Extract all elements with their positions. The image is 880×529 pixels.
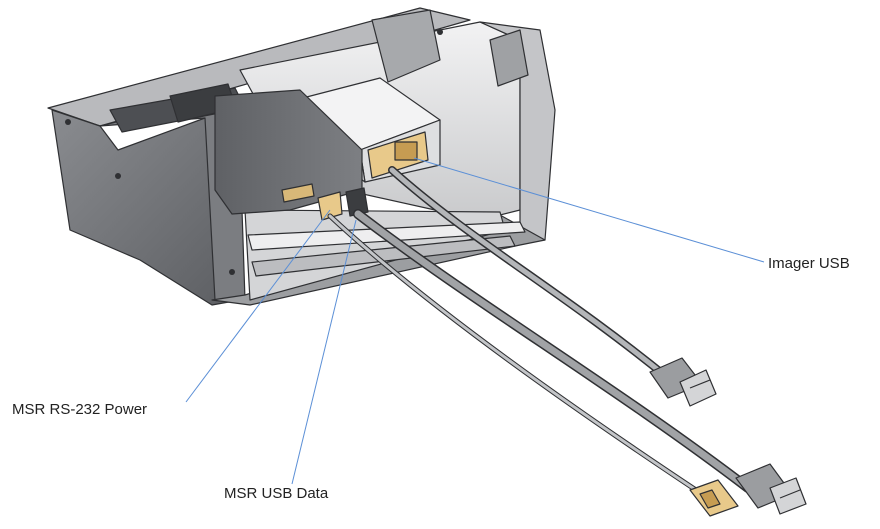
cables <box>327 166 753 499</box>
leader-line-msr-rs232-power <box>185 209 331 403</box>
connector-msr-power <box>689 479 739 517</box>
usb-plug-msr-data <box>735 463 807 515</box>
leader-line-msr-usb-data <box>291 219 357 485</box>
usb-plug-imager <box>649 357 717 407</box>
callout-msr-rs232-power: MSR RS-232 Power <box>12 401 148 418</box>
circuit-plate <box>214 89 369 221</box>
callout-imager-usb: Imager USB <box>768 255 850 272</box>
callout-msr-usb-data: MSR USB Data <box>224 485 329 502</box>
leader-line-imager-usb <box>413 157 765 263</box>
leader-lines <box>185 157 765 485</box>
